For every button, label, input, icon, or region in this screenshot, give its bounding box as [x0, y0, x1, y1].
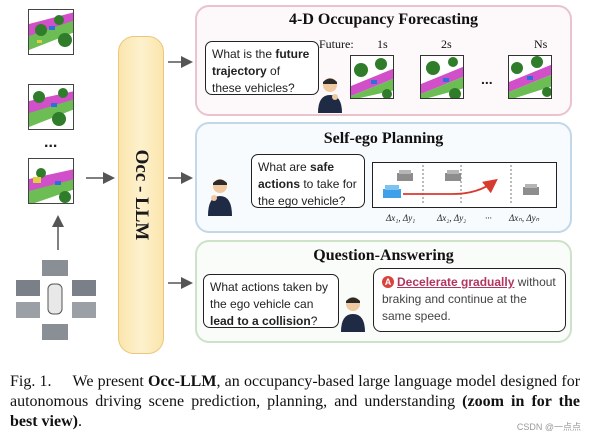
person-icon [208, 179, 232, 216]
trajectory-box [372, 162, 557, 208]
forecast-q-bold: future trajectory [212, 47, 310, 78]
occ-llm-block [118, 36, 164, 354]
planning-q-post: to take for the ego vehicle? [258, 177, 357, 208]
qa-q-pre: What actions taken by the ego vehicle ca… [210, 280, 329, 311]
planning-q-pre: What are [258, 160, 311, 174]
occupancy-image [29, 159, 73, 203]
forecast-q-post: of these vehicles? [212, 64, 295, 95]
input-occupancy-2 [28, 84, 74, 130]
camera-back [42, 324, 68, 340]
forecast-title: 4-D Occupancy Forecasting [288, 11, 478, 28]
camera-front [42, 260, 68, 276]
caption-zoom: (zoom in for the best view) [10, 393, 580, 430]
caption-end: . [77, 413, 82, 430]
delta-1: Δx₁, Δy₁ [386, 213, 416, 223]
answer-rest: without braking and continue at the same… [382, 275, 556, 323]
qa-panel: Question-Answering What actions taken by… [195, 240, 572, 343]
future-time-2: 2s [441, 37, 452, 51]
camera-front-right [72, 280, 96, 296]
qa-q-post: ? [310, 314, 318, 328]
car-gray-3 [523, 184, 539, 195]
planning-q-bold: safe actions [258, 160, 335, 191]
future-time-1: 1s [377, 37, 388, 51]
trajectory-diagram [383, 165, 539, 205]
camera-back-left [16, 302, 40, 318]
input-occupancy-3 [28, 158, 74, 204]
occupancy-image [29, 85, 73, 129]
occ-llm-label: Occ - LLM [131, 149, 152, 241]
planning-question: What are safe actions to take for the eg… [251, 154, 365, 208]
watermark: CSDN @一点点 [516, 422, 581, 432]
delta-2: Δx₂, Δy₂ [437, 213, 467, 223]
qa-title: Question-Answering [313, 247, 454, 264]
future-time-n: Ns [534, 37, 548, 51]
qa-q-bold: lead to a collision [210, 314, 311, 328]
camera-back-right [72, 302, 96, 318]
caption-name: Occ-LLM [148, 373, 217, 390]
input-ellipsis: ... [44, 134, 58, 151]
future-occupancy-n [508, 55, 552, 99]
answer-marker-icon: A [382, 276, 394, 288]
planning-title: Self-ego Planning [323, 130, 444, 147]
planning-panel: Self-ego Planning What are safe actions … [195, 122, 572, 233]
person-icon [318, 78, 342, 113]
camera-front-left [16, 280, 40, 296]
surround-camera-images [14, 258, 98, 342]
answer-highlight: Decelerate gradually [397, 275, 515, 289]
delta-n: Δxₙ, Δyₙ [509, 213, 540, 223]
input-occupancy-1 [28, 9, 74, 55]
future-ellipsis: ... [481, 71, 493, 87]
caption-mid: , an occupancy-based large language mode… [10, 373, 581, 410]
ego-car-blue [383, 185, 401, 198]
ego-car [47, 283, 63, 315]
forecast-question: What is the future trajectory of these v… [205, 41, 319, 95]
future-label: Future: [319, 37, 354, 51]
planned-trajectory [403, 178, 498, 195]
occupancy-image [29, 10, 73, 54]
car-gray-1 [397, 170, 413, 181]
delta-ellipsis: ··· [485, 213, 492, 223]
qa-question: What actions taken by the ego vehicle ca… [203, 274, 339, 328]
person-icon [341, 297, 365, 332]
car-gray-2 [445, 170, 461, 181]
figure-caption: Fig. 1. We present Occ-LLM, an occupancy… [10, 372, 580, 432]
forecast-q-pre: What is the [212, 47, 276, 61]
future-occupancy-1 [350, 55, 394, 99]
caption-pre: We present [72, 373, 149, 390]
forecast-panel: 4-D Occupancy Forecasting What is the fu… [195, 5, 572, 116]
future-occupancy-2 [420, 55, 464, 99]
input-arrows [52, 56, 193, 289]
caption-fig-label: Fig. 1. [10, 373, 52, 390]
